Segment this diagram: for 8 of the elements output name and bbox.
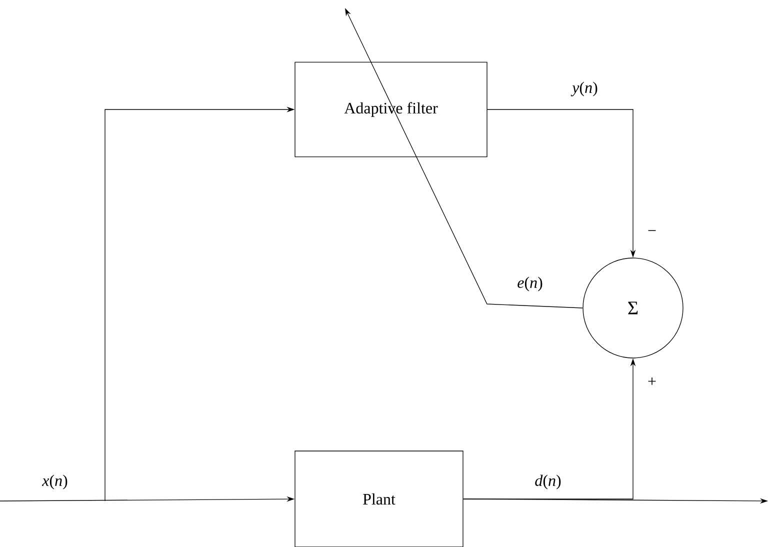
signal-label: x(n) bbox=[42, 474, 68, 490]
sign-label: − bbox=[648, 230, 656, 231]
signal-label: d(n) bbox=[535, 474, 561, 490]
sign-label: + bbox=[648, 378, 656, 385]
summing-junction: Σ bbox=[582, 258, 684, 358]
signal-label: y(n) bbox=[570, 82, 598, 96]
block-box: Plant bbox=[294, 450, 464, 547]
signal-label: e(n) bbox=[518, 276, 542, 292]
